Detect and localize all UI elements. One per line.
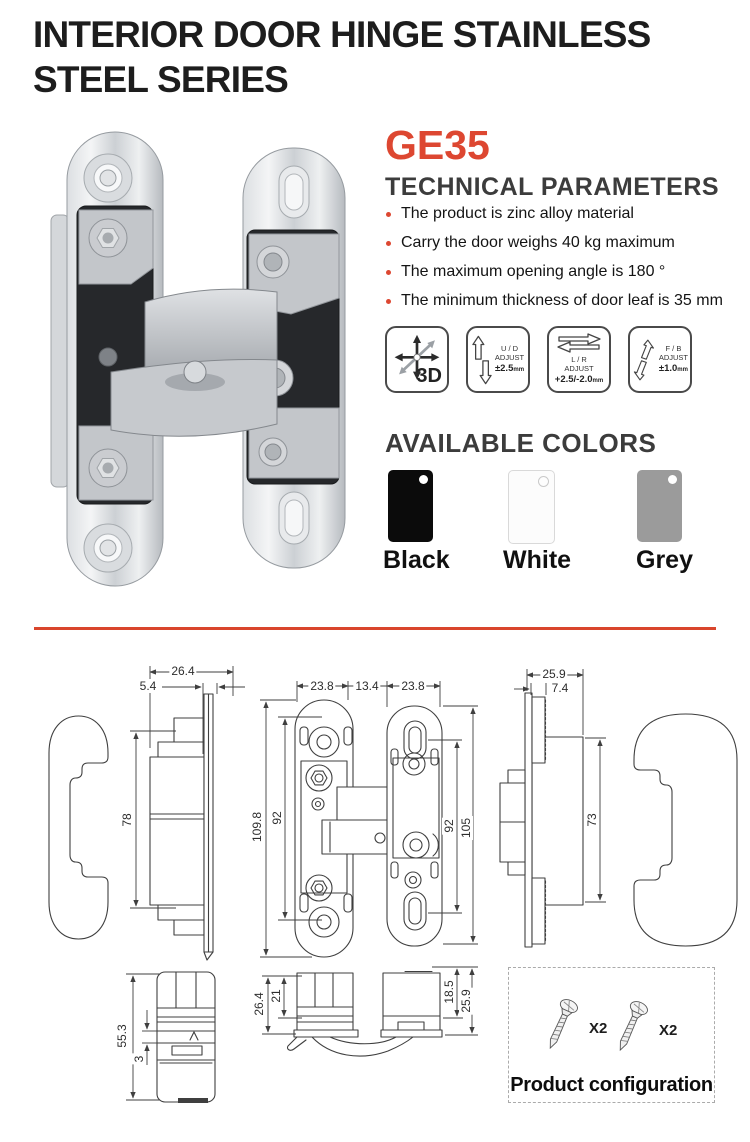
badge-text: F / B ADJUST ±1.0mm [659,344,688,376]
screw-icon [619,1001,648,1052]
left-right-arrows-icon [557,332,601,353]
configuration-heading: Product configuration [510,1074,713,1096]
list-item: The product is zinc alloy material [386,205,736,223]
side-view-left-drawing [149,693,214,961]
adjustability-badges: 3D U / D ADJUST ±2.5mm [385,326,692,393]
action-label: ADJUST [658,353,688,363]
color-swatch-grey [637,470,682,542]
badge-3d-adjust: 3D [385,326,449,393]
bullet-text: The maximum opening angle is 180 ° [401,263,666,280]
product-configuration-box: X2 X2 Product configuration [508,967,715,1103]
dim-label: 26.4 [252,990,266,1018]
dim-label: 5.4 [137,679,159,693]
hang-hole-icon [668,475,677,484]
cup-side-view-drawing [156,971,216,1103]
hinge-pivot-arms [110,288,278,437]
dimension-lines [126,666,606,1101]
axis-label: U / D [500,343,519,353]
dim-label: 73 [585,811,599,829]
hinge-left-plate [66,131,164,587]
hang-hole-icon [419,475,428,484]
axis-label: L / R [571,354,587,364]
bullet-text: The minimum thickness of door leaf is 35… [401,292,723,309]
3d-axes-arrows-icon [394,334,440,380]
adjust-value: ±1.0mm [658,363,688,375]
front-view-drawing [294,699,443,958]
dim-label: 92 [270,809,284,827]
action-label: ADJUST [494,353,525,363]
dim-label: 25.9 [459,987,473,1015]
bullet-dot-icon [386,299,391,304]
front-back-arrows-icon [633,339,655,380]
dim-label: 18.5 [442,978,456,1006]
bullet-text: The product is zinc alloy material [401,205,634,222]
dim-label: 13.4 [353,679,381,693]
up-down-arrows-icon [472,335,492,384]
color-swatch-white [508,470,555,544]
badge-lr-adjust: L / R ADJUST +2.5/-2.0mm [547,326,611,393]
dim-label: 105 [459,815,473,841]
technical-drawings [48,666,738,1103]
available-colors-heading: AVAILABLE COLORS [385,428,657,458]
screw-quantity: X2 [589,1020,608,1037]
dim-label: 23.8 [399,679,427,693]
dim-label: 23.8 [308,679,336,693]
routing-template-left-drawing [48,715,109,940]
routing-template-right-drawing [633,713,738,947]
action-label: ADJUST [564,364,594,374]
badge-text: U / D ADJUST ±2.5mm [495,344,524,376]
bullet-text: Carry the door weighs 40 kg maximum [401,234,675,251]
model-number: GE35 [385,122,490,168]
adjust-value: +2.5/-2.0mm [554,374,604,386]
page-title: INTERIOR DOOR HINGE STAINLESS STEEL SERI… [33,14,651,100]
technical-parameters-heading: TECHNICAL PARAMETERS [385,173,720,201]
swatch-label-white: White [503,546,572,574]
section-divider [34,627,716,630]
technical-bullet-list: The product is zinc alloy material Carry… [386,205,736,321]
hang-hole-icon [538,476,549,487]
dim-label: 25.9 [540,667,568,681]
bullet-dot-icon [386,270,391,275]
dim-label: 26.4 [169,664,197,678]
dim-label: 109.8 [250,809,264,845]
adjust-value: ±2.5mm [494,363,525,375]
badge-fb-adjust: F / B ADJUST ±1.0mm [628,326,692,393]
axis-label: F / B [665,343,682,353]
dim-label: 21 [269,987,283,1005]
list-item: The maximum opening angle is 180 ° [386,263,736,281]
swatch-label-grey: Grey [636,546,693,574]
screw-quantity: X2 [659,1022,678,1039]
dim-label: 78 [120,811,134,829]
dim-label: 92 [442,817,456,835]
screw-icon [549,999,578,1050]
cup-top-view-drawing [286,970,443,1057]
side-view-right-drawing [499,692,584,948]
badge-ud-adjust: U / D ADJUST ±2.5mm [466,326,530,393]
list-item: The minimum thickness of door leaf is 35… [386,292,736,310]
bullet-dot-icon [386,241,391,246]
list-item: Carry the door weighs 40 kg maximum [386,234,736,252]
dim-label: 7.4 [549,681,571,695]
hinge-product-photo [50,131,346,587]
bullet-dot-icon [386,212,391,217]
badge-3d-label: 3D [416,365,442,387]
swatch-label-black: Black [383,546,450,574]
color-swatch-black [388,470,433,542]
dim-label: 55.3 [115,1022,129,1050]
dim-label: 3 [132,1053,146,1065]
badge-text: L / R ADJUST +2.5/-2.0mm [555,355,603,387]
